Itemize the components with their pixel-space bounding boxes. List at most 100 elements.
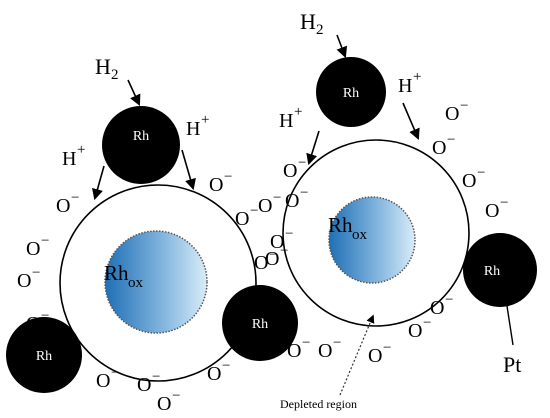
svg-text:−: − xyxy=(32,265,40,281)
svg-text:O: O xyxy=(283,160,297,182)
svg-text:−: − xyxy=(477,165,485,181)
rh-particle-top-left xyxy=(102,106,180,184)
svg-text:O: O xyxy=(56,195,70,217)
oxygen-ion-label: O− xyxy=(270,226,293,253)
svg-text:+: + xyxy=(77,142,85,158)
left-core xyxy=(104,230,208,334)
svg-text:ox: ox xyxy=(128,275,144,291)
rh-label: Rh xyxy=(252,317,268,332)
rhox-label-left: Rh ox xyxy=(104,261,144,291)
svg-text:−: − xyxy=(269,247,277,263)
depleted-region-label: Depleted region xyxy=(280,397,357,411)
oxygen-ion-label: O− xyxy=(209,169,232,196)
rh-particle-middle xyxy=(222,285,298,361)
oxygen-ion-label: O− xyxy=(485,195,508,222)
svg-text:−: − xyxy=(500,195,508,211)
oxygen-ion-label: O− xyxy=(285,185,308,212)
svg-text:O: O xyxy=(287,340,301,362)
svg-text:2: 2 xyxy=(111,67,119,83)
rh-label: Rh xyxy=(484,264,500,279)
svg-text:−: − xyxy=(172,388,180,404)
arrow xyxy=(127,79,141,107)
oxygen-ion-label: O− xyxy=(430,292,453,319)
oxygen-ion-label: O− xyxy=(96,365,119,392)
oxygen-ion-label: O− xyxy=(462,165,485,192)
svg-text:O: O xyxy=(157,393,171,415)
svg-text:ox: ox xyxy=(352,227,368,243)
svg-text:−: − xyxy=(111,365,119,381)
svg-text:O: O xyxy=(96,370,110,392)
svg-text:O: O xyxy=(207,363,221,385)
arrow xyxy=(92,165,105,201)
oxygen-ion-label: O− xyxy=(258,190,281,217)
svg-text:O: O xyxy=(270,231,284,253)
oxygen-ion-label: O− xyxy=(432,132,455,159)
svg-text:−: − xyxy=(447,132,455,148)
oxygen-ion-label: O− xyxy=(368,340,391,367)
svg-text:O: O xyxy=(258,195,272,217)
hplus-label: H + xyxy=(186,112,209,140)
svg-text:+: + xyxy=(201,112,209,128)
hplus-label: H + xyxy=(279,104,302,132)
rh-particle-right xyxy=(463,233,537,307)
svg-text:O: O xyxy=(17,270,31,292)
svg-text:O: O xyxy=(209,174,223,196)
hplus-label: H + xyxy=(62,142,85,170)
oxygen-ion-label: O− xyxy=(17,265,40,292)
svg-text:O: O xyxy=(430,297,444,319)
rh-label: Rh xyxy=(133,129,149,144)
svg-text:O: O xyxy=(265,248,279,270)
arrow xyxy=(402,102,420,141)
rhox-label-right: Rh ox xyxy=(328,213,368,243)
svg-text:O: O xyxy=(485,200,499,222)
oxygen-ion-label: O− xyxy=(235,203,258,230)
svg-text:O: O xyxy=(318,340,332,362)
oxygen-ion-label: O− xyxy=(318,335,341,362)
svg-text:−: − xyxy=(300,185,308,201)
svg-text:−: − xyxy=(298,155,306,171)
svg-text:2: 2 xyxy=(316,22,324,38)
oxygen-ion-label: O− xyxy=(157,388,180,415)
svg-text:−: − xyxy=(285,226,293,242)
svg-text:O: O xyxy=(235,208,249,230)
rh-particle-top-right xyxy=(316,57,386,127)
pt-pointer-line xyxy=(506,305,514,346)
oxygen-ion-label: O− xyxy=(265,243,288,270)
arrow xyxy=(181,149,196,191)
svg-text:H: H xyxy=(300,9,316,34)
arrow xyxy=(336,34,348,59)
svg-text:H: H xyxy=(186,118,200,140)
oxygen-ion-label: O− xyxy=(26,233,49,260)
svg-text:−: − xyxy=(273,190,281,206)
oxygen-ion-label: O− xyxy=(26,308,49,335)
svg-text:−: − xyxy=(460,98,468,114)
svg-text:O: O xyxy=(254,252,268,274)
h2-label-left: H 2 xyxy=(95,54,119,83)
rh-particle-bottom-left xyxy=(6,317,82,393)
rh-label: Rh xyxy=(36,349,52,364)
oxygen-ion-label: O− xyxy=(283,155,306,182)
svg-text:Rh: Rh xyxy=(104,261,129,285)
hplus-label: H + xyxy=(398,69,421,97)
oxygen-ion-labels: O−O−O−O−O−O−O−O−O−O−O−O−O−O−O−O−O−O−O−O−… xyxy=(17,98,508,415)
svg-text:−: − xyxy=(383,340,391,356)
svg-text:O: O xyxy=(368,345,382,367)
svg-text:−: − xyxy=(445,292,453,308)
svg-text:−: − xyxy=(152,369,160,385)
svg-text:H: H xyxy=(95,54,111,79)
oxygen-ion-label: O− xyxy=(56,190,79,217)
svg-text:−: − xyxy=(333,335,341,351)
svg-text:O: O xyxy=(26,313,40,335)
svg-text:−: − xyxy=(71,190,79,206)
svg-text:O: O xyxy=(137,374,151,396)
oxygen-ion-label: O− xyxy=(445,98,468,125)
oxygen-ion-label: O− xyxy=(408,315,431,342)
right-core xyxy=(328,196,416,284)
svg-text:−: − xyxy=(41,308,49,324)
svg-text:O: O xyxy=(285,190,299,212)
pt-label: Pt xyxy=(503,352,521,377)
svg-text:−: − xyxy=(222,358,230,374)
svg-text:+: + xyxy=(413,69,421,85)
rh-label: Rh xyxy=(343,86,359,101)
